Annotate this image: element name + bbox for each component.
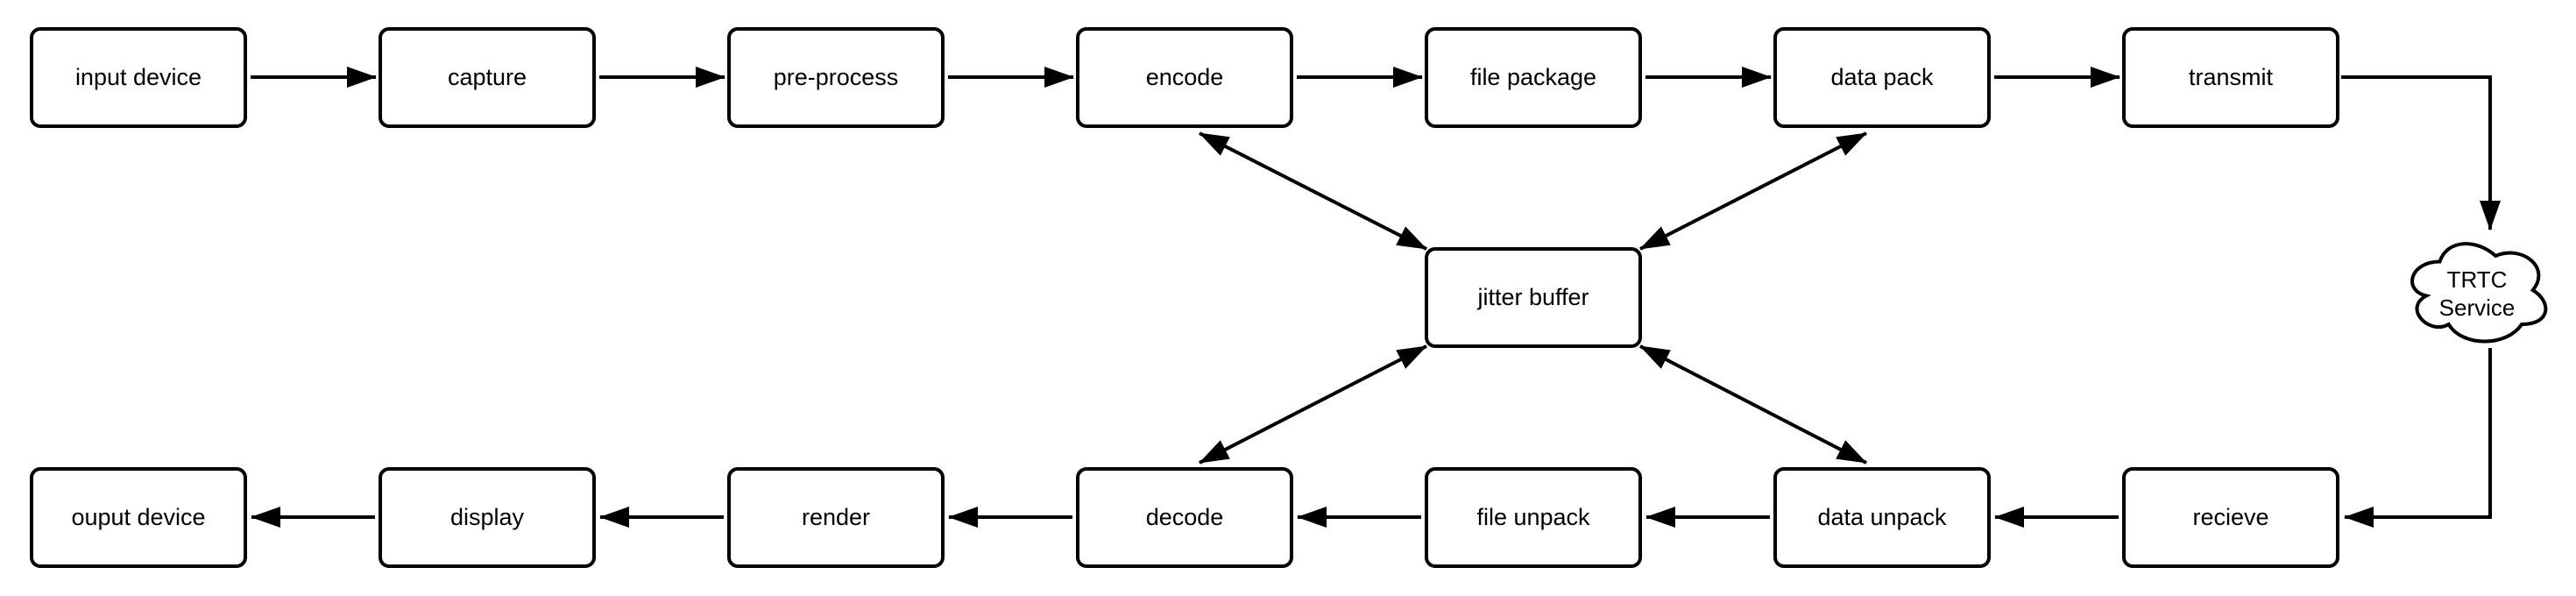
- edge-data-pack-jitter-buffer-bidirectional: [1639, 131, 1867, 251]
- node-render: render: [727, 467, 945, 568]
- edge-decode-jitter-buffer-bidirectional: [1199, 344, 1427, 465]
- edge-encode-jitter-buffer-bidirectional: [1199, 131, 1427, 251]
- node-capture: capture: [379, 27, 596, 128]
- node-file-unpack: file unpack: [1425, 467, 1642, 568]
- node-file-package: file package: [1425, 27, 1642, 128]
- node-pre-process: pre-process: [727, 27, 945, 128]
- node-encode: encode: [1076, 27, 1293, 128]
- cloud-label-line2: Service: [2439, 294, 2516, 321]
- node-transmit: transmit: [2122, 27, 2339, 128]
- cloud-icon: [2410, 242, 2548, 344]
- node-display: display: [379, 467, 596, 568]
- node-decode: decode: [1076, 467, 1293, 568]
- node-jitter-buffer: jitter buffer: [1425, 247, 1642, 348]
- node-input-device: input device: [30, 27, 247, 128]
- edge-data-unpack-jitter-buffer-bidirectional: [1639, 344, 1867, 465]
- node-recieve: recieve: [2122, 467, 2339, 568]
- cloud-label-line1: TRTC: [2447, 266, 2508, 293]
- edge-trtc-service-to-recieve: [2344, 348, 2492, 528]
- trtc-service-cloud: TRTC Service: [2410, 242, 2548, 344]
- edge-transmit-to-trtc-service: [2341, 75, 2501, 231]
- node-ouput-device: ouput device: [30, 467, 247, 568]
- node-data-pack: data pack: [1773, 27, 1991, 128]
- node-data-unpack: data unpack: [1773, 467, 1991, 568]
